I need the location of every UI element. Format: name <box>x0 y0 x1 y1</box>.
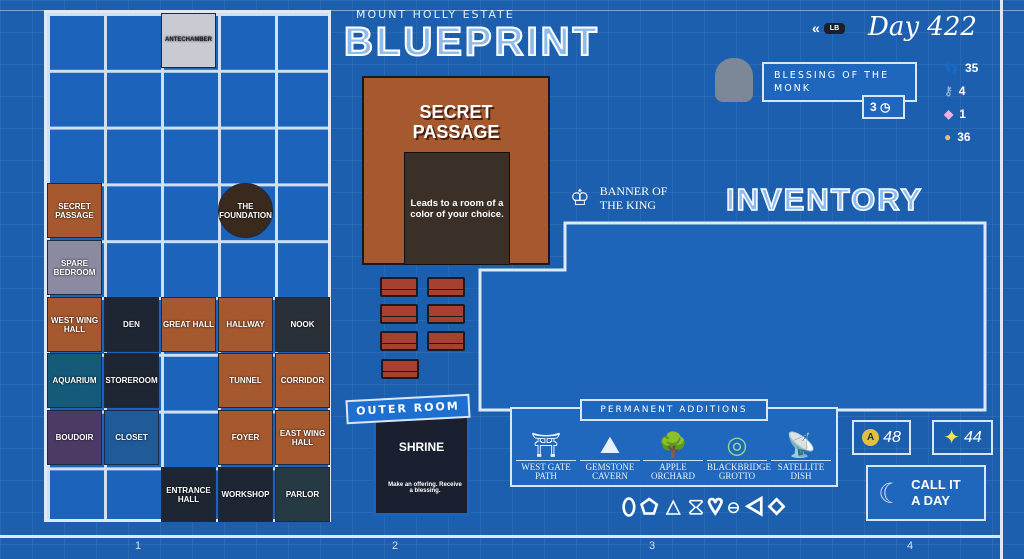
call-it-a-day-button[interactable]: ☾ CALL IT A DAY <box>866 465 986 521</box>
envelope-icon <box>427 304 465 324</box>
room-entrance-hall[interactable]: ENTRANCE HALL <box>161 467 216 522</box>
inventory-title: INVENTORY <box>725 181 924 218</box>
allowance-counter: A 48 <box>852 420 911 455</box>
addition-west-gate-path: ⛩WEST GATE PATH <box>516 432 576 481</box>
room-storeroom[interactable]: STOREROOM <box>104 353 159 408</box>
timer-icon: ◷ <box>880 100 891 114</box>
blueprint-title: BLUEPRINT <box>343 19 600 65</box>
banner-of-the-king: ♔ BANNER OF THE KING <box>570 184 668 212</box>
estate-subtitle: MOUNT HOLLY ESTATE <box>356 8 515 21</box>
mansion-grid[interactable]: ANTECHAMBER SECRET PASSAGE THE FOUNDATIO… <box>44 10 331 522</box>
stat-steps: 👣35 <box>944 61 979 75</box>
room-great-hall[interactable]: GREAT HALL <box>161 297 216 352</box>
envelope-icon <box>380 331 418 351</box>
footsteps-icon: 👣 <box>944 61 959 75</box>
permanent-additions-title: PERMANENT ADDITIONS <box>580 399 768 421</box>
allowance-token-icon: A <box>862 429 880 446</box>
room-foundation[interactable]: THE FOUNDATION <box>218 183 273 238</box>
room-east-wing-hall[interactable]: EAST WING HALL <box>275 410 330 465</box>
right-rule <box>1000 0 1003 559</box>
star-icon: ✦ <box>943 427 960 449</box>
envelope-icon <box>380 277 418 297</box>
shrine-card[interactable]: SHRINE Make an offering. Receive a bless… <box>373 415 470 516</box>
envelope-icon <box>427 331 465 351</box>
satellite-dish-icon: 📡 <box>771 432 831 461</box>
moon-icon: ☾ <box>878 477 904 509</box>
room-tunnel[interactable]: TUNNEL <box>218 353 273 408</box>
room-shape-icons: ⬯⬠▲⧗♡◓◁◇ <box>621 493 790 520</box>
room-nook[interactable]: NOOK <box>275 297 330 352</box>
gem-icon: ◆ <box>944 107 954 121</box>
room-secret-passage[interactable]: SECRET PASSAGE <box>47 183 102 238</box>
tree-icon: 🌳 <box>643 432 703 461</box>
ruler-label: 4 <box>907 540 914 552</box>
addition-apple-orchard: 🌳APPLE ORCHARD <box>643 432 703 481</box>
envelope-icon <box>380 304 418 324</box>
selected-room-description: Leads to a room of a color of your choic… <box>410 198 504 220</box>
envelope-icon <box>427 277 465 297</box>
coin-icon: ● <box>944 130 952 144</box>
ruler-label: 1 <box>135 540 142 552</box>
room-closet[interactable]: CLOSET <box>104 410 159 465</box>
room-corridor[interactable]: CORRIDOR <box>275 353 330 408</box>
stars-counter: ✦ 44 <box>932 420 993 455</box>
bottom-rule <box>0 535 1000 538</box>
monk-icon <box>715 58 753 102</box>
room-workshop[interactable]: WORKSHOP <box>218 467 273 522</box>
ruler-label: 2 <box>392 540 399 552</box>
addition-satellite-dish: 📡SATELLITE DISH <box>771 432 831 481</box>
room-spare-bedroom[interactable]: SPARE BEDROOM <box>47 240 102 295</box>
room-aquarium[interactable]: AQUARIUM <box>47 353 102 408</box>
crown-icon: ♔ <box>570 185 590 210</box>
double-chevron-left-icon: « <box>812 20 820 36</box>
room-den[interactable]: DEN <box>104 297 159 352</box>
shrine-name: SHRINE <box>398 440 445 454</box>
cavern-icon: ⛰ <box>580 432 640 461</box>
day-counter: Day 422 <box>868 12 977 42</box>
top-rule <box>0 10 1024 11</box>
stat-gems: ◆1 <box>944 107 966 121</box>
shrine-description: Make an offering. Receive a blessing. <box>388 482 462 494</box>
room-boudoir[interactable]: BOUDOIR <box>47 410 102 465</box>
blessing-count: 3 ◷ <box>862 95 905 119</box>
ruler-label: 3 <box>649 540 656 552</box>
crystal-ball-icon: ◎ <box>707 432 767 461</box>
addition-blackbridge-grotto: ◎BLACKBRIDGE GROTTO <box>707 432 772 481</box>
room-foyer[interactable]: FOYER <box>218 410 273 465</box>
room-hallway[interactable]: HALLWAY <box>218 297 273 352</box>
gate-icon: ⛩ <box>516 432 576 461</box>
envelope-icon <box>381 359 419 379</box>
room-parlor[interactable]: PARLOR <box>275 467 330 522</box>
back-button[interactable]: « LB <box>812 20 846 36</box>
room-west-wing-hall[interactable]: WEST WING HALL <box>47 297 102 352</box>
room-antechamber[interactable]: ANTECHAMBER <box>161 13 216 68</box>
stat-keys: ⚷4 <box>944 84 966 98</box>
addition-gemstone-cavern: ⛰GEMSTONE CAVERN <box>580 432 640 481</box>
stat-coins: ●36 <box>944 130 971 144</box>
key-icon: ⚷ <box>944 84 953 98</box>
